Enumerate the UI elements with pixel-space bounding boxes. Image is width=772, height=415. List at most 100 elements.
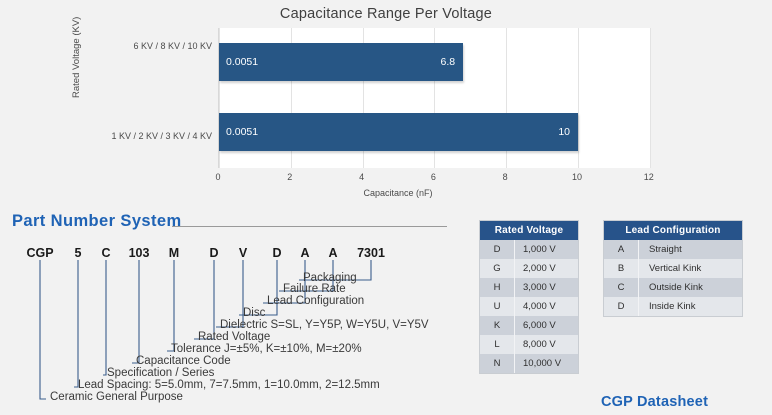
chart-x-tick-label: 4 bbox=[359, 172, 365, 182]
chart-x-axis-label: Capacitance (nF) bbox=[363, 188, 433, 198]
table-cell-code: D bbox=[480, 240, 515, 259]
part-number-code: V bbox=[238, 246, 248, 260]
chart-x-tick-label: 8 bbox=[502, 172, 508, 182]
table-cell-code: K bbox=[480, 316, 515, 335]
table-row: A Straight bbox=[604, 240, 742, 259]
table-cell-value: 10,000 V bbox=[523, 358, 562, 369]
part-number-code: A bbox=[300, 246, 310, 260]
table-cell-value: 2,000 V bbox=[523, 263, 556, 274]
chart-gridline bbox=[506, 28, 508, 168]
table-row: K 6,000 V bbox=[480, 316, 578, 335]
chart-category-label: 1 KV / 2 KV / 3 KV / 4 KV bbox=[111, 131, 212, 141]
table-cell-code: B bbox=[604, 259, 639, 278]
part-number-code: D bbox=[209, 246, 219, 260]
part-number-code: A bbox=[328, 246, 338, 260]
part-number-description: Disc bbox=[243, 307, 266, 319]
chart-bar: 0.0051 6.8 bbox=[219, 43, 464, 81]
table-row: C Outside Kink bbox=[604, 278, 742, 297]
leader-line bbox=[239, 260, 278, 316]
leader-line bbox=[74, 260, 79, 388]
table-cell-value: 6,000 V bbox=[523, 320, 556, 331]
part-number-code-row: CGP 5 C 103 M D V D A A 7301 bbox=[0, 246, 384, 264]
part-number-description: Packaging bbox=[303, 272, 357, 284]
table-row: U 4,000 V bbox=[480, 297, 578, 316]
table-row: D 1,000 V bbox=[480, 240, 578, 259]
table-row: B Vertical Kink bbox=[604, 259, 742, 278]
part-number-description: Ceramic General Purpose bbox=[50, 391, 183, 403]
chart-bar-start-label: 0.0051 bbox=[226, 56, 259, 68]
table-cell-code: H bbox=[480, 278, 515, 297]
part-number-description: Failure Rate bbox=[283, 283, 346, 295]
table-row: G 2,000 V bbox=[480, 259, 578, 278]
table-cell-value: 4,000 V bbox=[523, 301, 556, 312]
leader-line bbox=[299, 260, 372, 281]
part-number-description: Lead Configuration bbox=[267, 295, 365, 307]
leader-line bbox=[279, 260, 334, 292]
part-number-description: Lead Spacing: 5=5.0mm, 7=7.5mm, 1=10.0mm… bbox=[78, 379, 380, 391]
part-number-description: Dielectric S=SL, Y=Y5P, W=Y5U, V=Y5V bbox=[220, 319, 429, 331]
chart-x-tick-label: 6 bbox=[430, 172, 436, 182]
part-number-code: M bbox=[168, 246, 180, 260]
chart-gridline bbox=[434, 28, 436, 168]
table-cell-value: 3,000 V bbox=[523, 282, 556, 293]
cgp-datasheet-link[interactable]: CGP Datasheet bbox=[601, 394, 709, 410]
table-cell-value: Straight bbox=[649, 244, 682, 255]
part-number-description: Capacitance Code bbox=[136, 355, 231, 367]
part-number-description: Specification / Series bbox=[107, 367, 215, 379]
chart-title: Capacitance Range Per Voltage bbox=[279, 6, 493, 22]
table-cell-value: Vertical Kink bbox=[649, 263, 702, 274]
leader-line bbox=[167, 260, 175, 352]
chart-gridline bbox=[578, 28, 579, 168]
part-number-code: 5 bbox=[74, 246, 82, 260]
part-number-code: CGP bbox=[26, 246, 54, 260]
chart-bar-start-label: 0.0051 bbox=[226, 126, 259, 138]
chart-x-tick-label: 0 bbox=[215, 172, 221, 182]
table-row: D Inside Kink bbox=[604, 297, 742, 316]
table-cell-code: G bbox=[480, 259, 515, 278]
leader-line bbox=[103, 260, 107, 376]
chart-gridline bbox=[649, 28, 651, 168]
lead-configuration-table-header: Lead Configuration bbox=[604, 221, 742, 240]
part-number-code: 103 bbox=[128, 246, 150, 260]
table-cell-code: L bbox=[480, 335, 515, 354]
table-cell-code: N bbox=[480, 354, 515, 373]
table-row: L 8,000 V bbox=[480, 335, 578, 354]
part-number-description: Rated Voltage bbox=[198, 331, 271, 343]
part-number-code: C bbox=[101, 246, 111, 260]
chart-gridline bbox=[290, 28, 292, 168]
part-number-code: 7301 bbox=[357, 246, 385, 260]
chart-category-label: 6 KV / 8 KV / 10 KV bbox=[133, 41, 212, 51]
leader-lines bbox=[39, 260, 372, 400]
part-number-description: Tolerance J=±5%, K=±10%, M=±20% bbox=[171, 343, 362, 355]
leader-line bbox=[132, 260, 140, 364]
leader-line bbox=[194, 260, 215, 340]
table-cell-code: U bbox=[480, 297, 515, 316]
chart-x-tick-label: 2 bbox=[287, 172, 293, 182]
chart-bar-end-label: 6.8 bbox=[440, 56, 456, 68]
part-number-system-heading: Part Number System bbox=[12, 212, 182, 230]
table-cell-value: Inside Kink bbox=[649, 301, 696, 312]
table-cell-value: Outside Kink bbox=[649, 282, 703, 293]
table-cell-code: C bbox=[604, 278, 639, 297]
heading-divider bbox=[172, 226, 447, 227]
leader-line bbox=[39, 260, 46, 400]
table-cell-value: 1,000 V bbox=[523, 244, 556, 255]
chart-gridline bbox=[362, 28, 364, 168]
table-cell-value: 8,000 V bbox=[523, 339, 556, 350]
table-cell-code: A bbox=[604, 240, 639, 259]
chart-x-tick-label: 12 bbox=[643, 172, 654, 182]
chart-y-axis-label: Rated Voltage (KV) bbox=[71, 16, 82, 98]
table-row: H 3,000 V bbox=[480, 278, 578, 297]
chart-gridline bbox=[219, 28, 220, 168]
table-row: N 10,000 V bbox=[480, 354, 578, 373]
capacitance-chart: Capacitance Range Per Voltage Rated Volt… bbox=[0, 0, 772, 205]
part-number-code: D bbox=[272, 246, 282, 260]
chart-x-tick-label: 10 bbox=[571, 172, 583, 182]
leader-line bbox=[216, 260, 244, 328]
table-cell-code: D bbox=[604, 297, 639, 316]
rated-voltage-table-header: Rated Voltage bbox=[480, 221, 578, 240]
